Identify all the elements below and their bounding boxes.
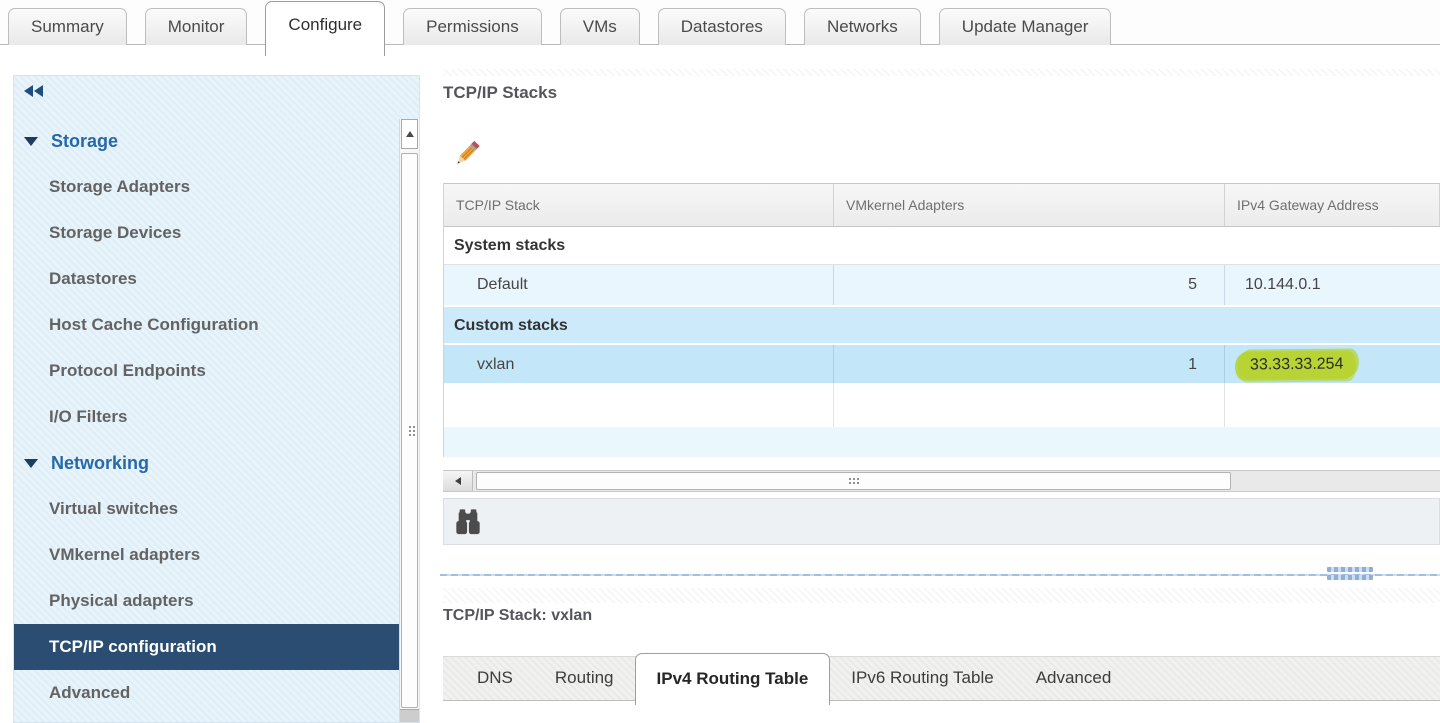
tab-summary[interactable]: Summary — [8, 8, 127, 45]
section-label: Storage — [51, 130, 119, 151]
column-header-vmkernel-adapters[interactable]: VMkernel Adapters — [834, 184, 1225, 226]
tab-configure[interactable]: Configure — [265, 1, 386, 56]
cell-vmkernel-adapters: 1 — [834, 345, 1225, 383]
cell-tcpip-stack: vxlan — [444, 345, 834, 383]
find-button[interactable] — [453, 507, 483, 537]
detail-tab-ipv6-routing-table[interactable]: IPv6 Routing Table — [851, 668, 994, 687]
sidebar-item-protocol-endpoints[interactable]: Protocol Endpoints — [49, 361, 206, 380]
sidebar-item-advanced[interactable]: Advanced — [49, 683, 131, 702]
scroll-up-button[interactable] — [401, 119, 418, 149]
splitter-grip[interactable] — [1327, 567, 1373, 583]
left-triangle-icon — [454, 477, 461, 485]
detail-tab-ipv4-routing-table[interactable]: IPv4 Routing Table — [634, 653, 831, 705]
tab-monitor[interactable]: Monitor — [144, 8, 248, 45]
sidebar-section-storage[interactable]: Storage — [14, 118, 401, 164]
host-tab-bar: Summary Monitor Configure Permissions VMs Dat… — [0, 0, 1440, 56]
column-header-tcp-ip-stack[interactable]: TCP/IP Stack — [444, 184, 834, 226]
top-tab-bar-tabs: Summary Monitor Configure Permissions VMs Dat… — [0, 0, 1440, 56]
sidebar-item-virtual-switches[interactable]: Virtual switches — [49, 499, 179, 518]
sidebar-section-networking[interactable]: Networking — [14, 440, 401, 486]
dots-grip-icon — [848, 478, 851, 480]
sidebar-item-vmkernel-adapters[interactable]: VMkernel adapters — [49, 545, 201, 564]
page-title: TCP/IP Stacks — [443, 83, 558, 102]
cell-vmkernel-adapters: 5 — [834, 265, 1225, 305]
column-header-ipv4-gateway-address[interactable]: IPv4 Gateway Address — [1225, 184, 1440, 226]
detail-tab-dns[interactable]: DNS — [477, 668, 513, 687]
section-collapse-triangle-icon — [24, 458, 38, 468]
table-empty-row — [444, 383, 1440, 427]
sidebar-item-storage-devices[interactable]: Storage Devices — [49, 223, 182, 242]
group-row-system-stacks: System stacks — [444, 227, 1440, 265]
scroll-down-button[interactable] — [400, 709, 419, 722]
binoculars-icon — [456, 509, 480, 535]
tab-update-manager[interactable]: Update Manager — [938, 8, 1112, 45]
detail-tab-routing[interactable]: Routing — [554, 668, 614, 687]
detail-tab-advanced[interactable]: Advanced — [1035, 668, 1112, 687]
double-left-arrow-icon — [34, 85, 43, 97]
horizontal-scrollbar-thumb[interactable] — [476, 472, 1231, 490]
texture-strip — [443, 588, 1440, 603]
cell-tcpip-stack: Default — [444, 265, 834, 305]
double-left-arrow-icon — [24, 85, 33, 97]
group-row-custom-stacks: Custom stacks — [444, 305, 1440, 343]
sidebar-scrollbar[interactable] — [399, 119, 419, 722]
tab-datastores[interactable]: Datastores — [657, 8, 786, 45]
table-empty-strip — [444, 427, 1440, 457]
sidebar-item-i-o-filters[interactable]: I/O Filters — [49, 407, 128, 426]
find-toolbar — [443, 498, 1440, 545]
sidebar-item-physical-adapters[interactable]: Physical adapters — [49, 591, 194, 610]
table-horizontal-scrollbar[interactable] — [443, 470, 1440, 492]
cell-ipv4-gateway: 33.33.33.254 — [1225, 345, 1440, 383]
highlight-marker: 33.33.33.254 — [1237, 350, 1357, 379]
texture-strip — [443, 69, 1440, 76]
detail-tab-bar: DNS Routing IPv4 Routing Table IPv6 Routing… — [443, 653, 1440, 705]
up-triangle-icon — [405, 131, 414, 137]
pencil-icon — [457, 140, 480, 164]
sidebar-item-storage-adapters[interactable]: Storage Adapters — [49, 177, 191, 196]
sidebar-item-tcp-ip-configuration[interactable]: TCP/IP configuration — [14, 624, 401, 670]
edit-button[interactable] — [450, 136, 484, 170]
scroll-left-button[interactable] — [443, 471, 473, 491]
collapse-sidebar-button[interactable] — [24, 85, 43, 97]
detail-title: TCP/IP Stack: vxlan — [443, 607, 593, 624]
cell-ipv4-gateway: 10.144.0.1 — [1245, 276, 1321, 293]
tab-vms[interactable]: VMs — [559, 8, 640, 45]
sidebar-item-host-cache-configuration[interactable]: Host Cache Configuration — [49, 315, 259, 334]
section-collapse-triangle-icon — [24, 136, 38, 146]
section-label: Networking — [51, 452, 150, 473]
sidebar-scrollbar-thumb[interactable] — [401, 153, 418, 708]
tab-permissions[interactable]: Permissions — [403, 8, 542, 45]
tab-networks[interactable]: Networks — [803, 8, 921, 45]
dots-grip-icon — [408, 425, 411, 428]
sidebar-item-datastores[interactable]: Datastores — [49, 269, 137, 288]
detail-tabs: DNS Routing IPv4 Routing Table IPv6 Routing… — [443, 653, 1440, 705]
panel-splitter — [440, 574, 1440, 576]
